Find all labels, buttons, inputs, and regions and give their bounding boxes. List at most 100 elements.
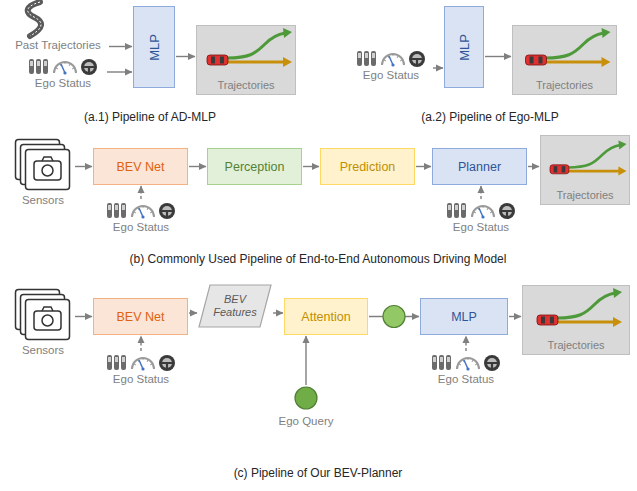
rect-part — [541, 317, 545, 324]
input-label-text: Past Trajectories — [8, 39, 108, 51]
circle-part — [466, 367, 469, 370]
rect-part — [122, 357, 125, 362]
rect-part — [115, 205, 118, 210]
svg-part — [541, 136, 631, 190]
rect-part — [107, 355, 112, 370]
trajectory-box-text: Trajectories — [513, 79, 616, 91]
trajectory-box-text: Trajectories — [523, 339, 629, 351]
polygon-part — [283, 28, 292, 38]
rect-part — [37, 61, 40, 66]
mlp-box: MLP — [444, 6, 484, 88]
circle-part — [499, 203, 515, 219]
ego-status: Ego Status — [425, 352, 507, 392]
flow-arrow — [485, 56, 511, 57]
planner-box-text: MLP — [451, 310, 477, 324]
ego-status: Ego Status — [100, 200, 182, 240]
ego-status: Ego Status — [350, 48, 432, 88]
dashed-arrow — [480, 186, 481, 199]
path-part — [134, 358, 152, 365]
flow-arrow — [189, 166, 206, 167]
flow-arrow — [273, 312, 283, 313]
feature-parallelogram-text: BEV Features — [212, 293, 258, 318]
ego-status-text: Ego Status — [350, 69, 432, 81]
flow-arrow — [107, 71, 132, 72]
svg-part — [430, 352, 502, 372]
planner-box-text: Planner — [458, 160, 501, 174]
path-part — [384, 54, 402, 61]
trajectory-box: Trajectories — [196, 25, 296, 95]
path-part — [162, 211, 172, 216]
bev-net-box-text: BEV Net — [117, 160, 165, 174]
rect-part — [530, 57, 534, 64]
circle-part — [162, 358, 172, 368]
rect-part — [34, 161, 61, 180]
svg-part — [27, 56, 99, 76]
path-part — [227, 61, 284, 64]
circle-part — [409, 51, 425, 67]
rect-part — [447, 357, 450, 362]
trajectory-box-text: Trajectories — [541, 189, 629, 201]
circle-part — [412, 54, 422, 64]
flow-arrow — [189, 312, 197, 313]
path-part — [382, 54, 404, 65]
ego-status-text: Ego Status — [100, 221, 182, 233]
svg-part — [445, 200, 517, 220]
rect-part — [446, 355, 451, 370]
feature-parallelogram: BEV Features — [198, 284, 272, 328]
flow-arrow — [109, 46, 132, 47]
ego-query: Ego Query — [276, 386, 336, 432]
path-part — [42, 307, 53, 311]
circle-part — [295, 387, 317, 409]
rect-part — [30, 61, 33, 66]
svg-part — [14, 288, 72, 342]
path-part — [557, 321, 614, 324]
flow-arrow — [75, 316, 92, 317]
circle-part — [84, 62, 94, 72]
rect-part — [454, 203, 459, 218]
path-part — [457, 358, 479, 369]
rect-part — [121, 355, 126, 370]
circle-part — [159, 355, 175, 371]
ego-query-text: Ego Query — [266, 415, 346, 427]
path-part — [472, 206, 494, 217]
flow-arrow — [305, 336, 306, 385]
path-part — [132, 358, 154, 369]
rect-part — [455, 205, 458, 210]
rect-part — [26, 150, 70, 190]
rect-part — [364, 51, 369, 66]
planner-box: Planner — [432, 148, 527, 185]
process-box: Attention — [284, 298, 368, 335]
rect-part — [121, 203, 126, 218]
road-shape — [28, 2, 41, 36]
svg-part — [14, 138, 72, 192]
rect-part — [365, 53, 368, 58]
rect-part — [372, 53, 375, 58]
path-part — [459, 358, 477, 365]
path-part — [487, 363, 497, 368]
rect-part — [43, 59, 48, 74]
path-part — [557, 293, 615, 318]
path-part — [412, 59, 422, 64]
perception-box-text: Perception — [225, 160, 285, 174]
rect-part — [114, 355, 119, 370]
rect-part — [562, 166, 566, 172]
rect-part — [357, 51, 362, 66]
rect-part — [36, 59, 41, 74]
polygon-part — [613, 288, 622, 298]
path-part — [568, 170, 619, 173]
circle-part — [42, 315, 53, 326]
ego-status-text: Ego Status — [20, 77, 106, 89]
trajectory-box: Trajectories — [512, 25, 617, 95]
rect-part — [114, 203, 119, 218]
rect-part — [448, 205, 451, 210]
flow-arrow — [433, 67, 443, 68]
process-box-text: Attention — [301, 310, 350, 324]
circle-part — [481, 215, 484, 218]
sub-caption: (a.2) Pipeline of Ego-MLP — [421, 110, 558, 124]
flow-arrow — [303, 166, 319, 167]
svg-part — [105, 200, 177, 220]
trajectory-box: Trajectories — [540, 135, 630, 205]
rect-part — [115, 357, 118, 362]
svg-part — [355, 48, 427, 68]
